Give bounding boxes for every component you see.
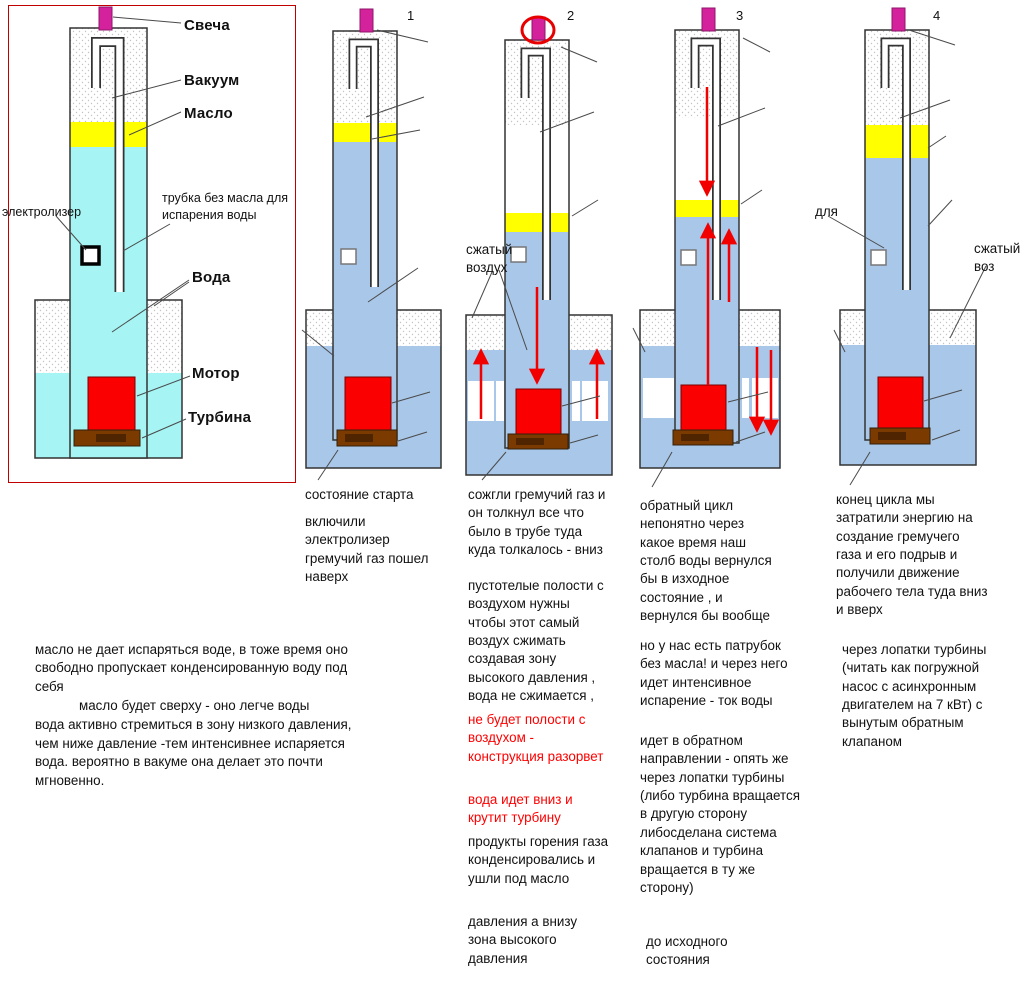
electrolyzer-box <box>340 248 357 265</box>
turbine-core <box>681 434 709 441</box>
evaporation-tube <box>522 49 550 300</box>
spark-plug <box>891 7 906 32</box>
stage-2-number: 2 <box>567 8 575 23</box>
stage-2-caption-1: сожгли гремучий газ и он толкнул все что… <box>468 487 606 558</box>
stage-4-caption-2: через лопатки турбины (читать как погруж… <box>842 642 987 749</box>
label-spark: Свеча <box>184 17 230 34</box>
label-tube-note: трубка без масла для испарения воды <box>162 191 289 222</box>
spark-plug <box>98 6 113 31</box>
motor-block <box>877 376 924 429</box>
stage-2-compressed-air-label: сжатый воздух <box>466 242 513 276</box>
stage-1-caption-2: включили электролизер гремучий газ пошел… <box>305 514 429 585</box>
oil-layer <box>333 123 397 142</box>
bottom-note-p1: масло не дает испаряться воде, в тоже вр… <box>35 642 348 694</box>
bottom-note-p2: масло будет сверху - оно легче воды <box>79 698 310 714</box>
motor-block <box>87 376 136 431</box>
turbine-core <box>516 438 544 445</box>
motor-block <box>344 376 392 431</box>
bottom-note: масло не дает испаряться воде, в тоже вр… <box>35 641 369 791</box>
flow-arrows-stage-2 <box>472 287 606 419</box>
apparatus-stage-2 <box>465 15 613 481</box>
stage-2-caption-4-warning: вода идет вниз и крутит турбину <box>468 792 573 826</box>
turbine-core <box>96 434 126 442</box>
turbine-core <box>878 432 906 440</box>
label-oil: Масло <box>184 105 233 122</box>
annotation-lines-stage-3 <box>632 37 771 488</box>
label-electrolyzer: электролизер <box>2 205 82 219</box>
apparatus-stage-1 <box>301 8 442 481</box>
stage-4-number: 4 <box>933 8 941 23</box>
label-motor: Мотор <box>192 365 240 382</box>
stage-3-number: 3 <box>736 8 744 23</box>
oil-layer <box>675 200 739 217</box>
electrolyzer-box <box>510 246 527 263</box>
main-diagram-frame <box>8 5 296 483</box>
motor-block <box>680 384 727 431</box>
motor-block <box>515 388 562 435</box>
oil-layer <box>865 125 929 158</box>
electrolyzer-box <box>870 249 887 266</box>
oil-layer <box>505 213 569 232</box>
apparatus-stage-3 <box>632 7 781 488</box>
evaporation-tube <box>350 40 378 287</box>
stage-4-partial-label-left: для <box>815 204 838 219</box>
stage-4-caption-1: конец цикла мы затратили энергию на созд… <box>836 492 988 618</box>
stage-1-number: 1 <box>407 8 415 23</box>
stage-1-caption-1: состояние старта <box>305 487 414 502</box>
stage-2-caption-5: продукты горения газа конденсировались и… <box>468 834 609 886</box>
evaporation-tube <box>692 39 720 300</box>
electrolyzer-box <box>80 245 101 266</box>
stage-3-caption-4: до исходного состояния <box>646 934 728 968</box>
stage-2-caption-6: давления а внизу зона высокого давления <box>468 914 578 966</box>
stage-3-caption-3: идет в обратном направлении - опять же ч… <box>640 733 800 895</box>
evaporation-tube <box>882 39 910 290</box>
stage-2-caption-3-warning: не будет полости с воздухом - конструкци… <box>468 712 604 764</box>
label-vacuum: Вакуум <box>184 72 240 89</box>
oil-layer <box>70 122 147 147</box>
spark-plug <box>359 8 374 33</box>
annotation-lines-stage-1 <box>301 29 431 481</box>
spark-plug <box>701 7 716 32</box>
apparatus-main <box>34 6 191 459</box>
stage-2-caption-2: пустотелые полости с воздухом нужны чтоб… <box>468 578 604 704</box>
spark-plug <box>531 16 546 41</box>
stage-3-caption-1: обратный цикл непонятно через какое врем… <box>640 498 772 624</box>
label-water: Вода <box>192 269 231 286</box>
bottom-note-p3: вода активно стремиться в зону низкого д… <box>35 717 352 788</box>
annotation-lines-stage-2 <box>471 46 601 481</box>
annotation-lines-main <box>55 16 191 439</box>
evaporation-tube <box>92 38 123 292</box>
apparatus-stage-4 <box>827 7 987 486</box>
stage-3-caption-2: но у нас есть патрубок без масла! и чере… <box>640 638 788 709</box>
annotation-lines-stage-4 <box>827 29 987 486</box>
ignition-circle <box>520 15 556 45</box>
vacuum-expanded <box>505 125 569 213</box>
electrolyzer-box <box>680 249 697 266</box>
stage-4-partial-label-right: сжатый воз <box>974 241 1021 275</box>
turbine-core <box>345 434 373 442</box>
flow-arrows-stage-3 <box>698 87 780 436</box>
label-turbine: Турбина <box>188 409 252 426</box>
